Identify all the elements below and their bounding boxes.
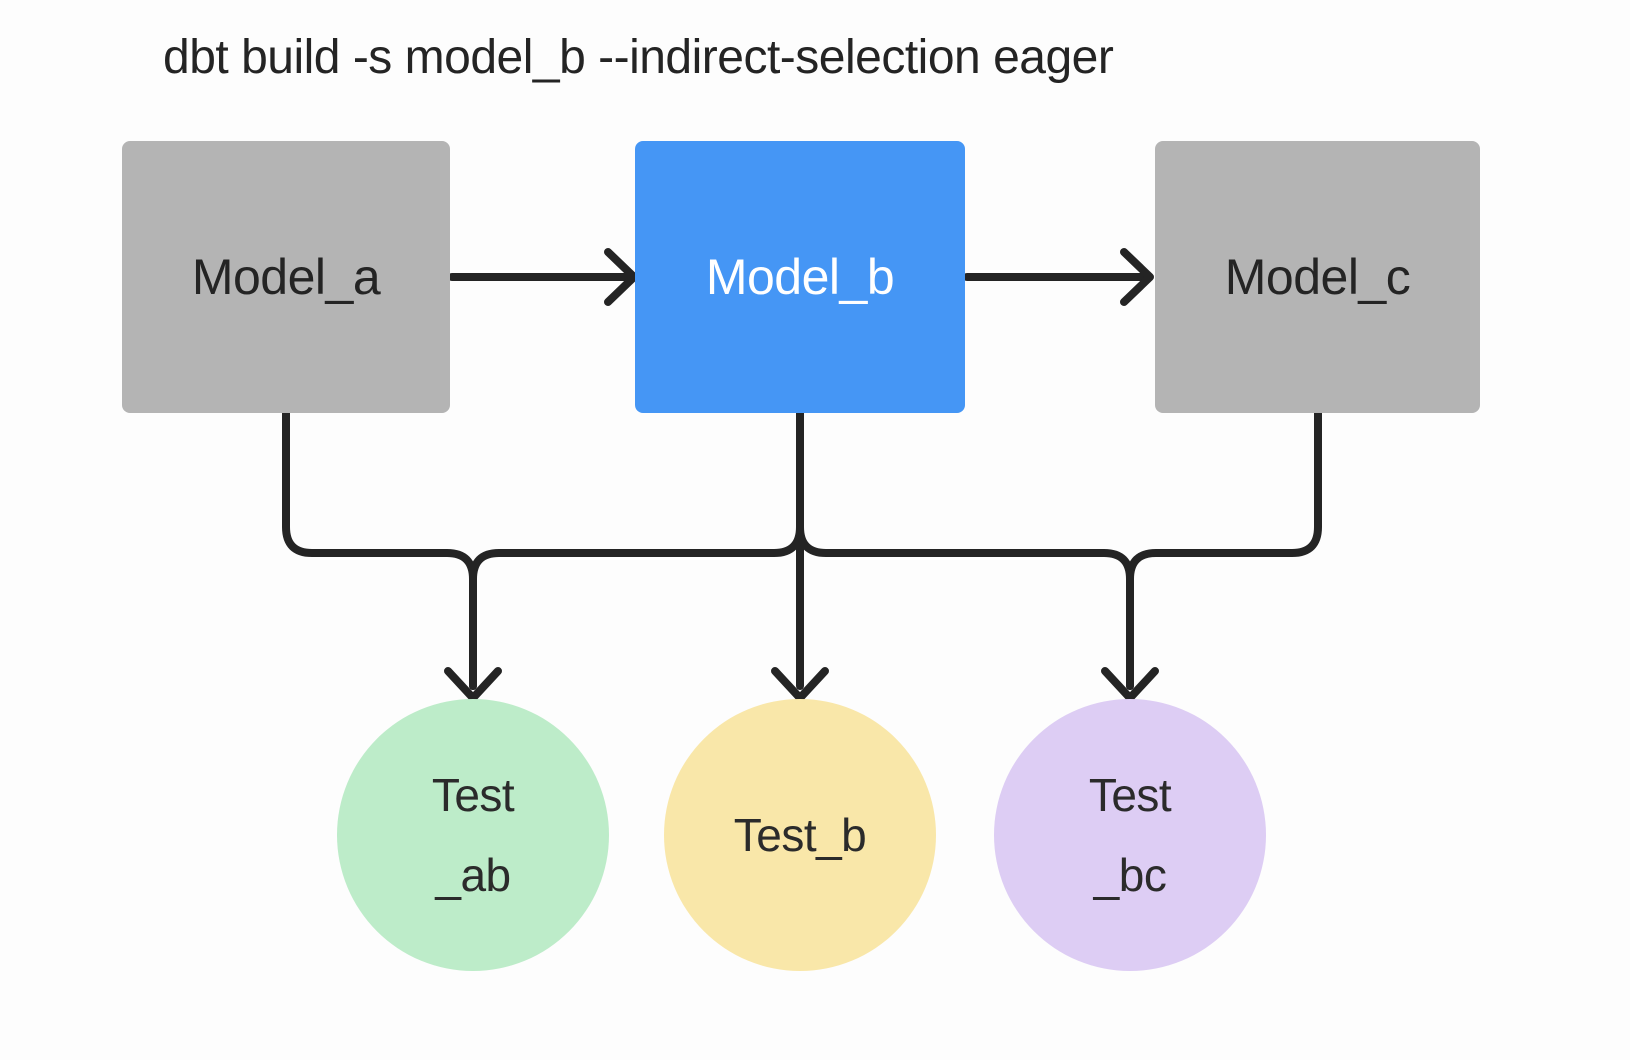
edge-model-b-to-test-bc	[796, 409, 1134, 690]
arrowhead-test-b-icon	[771, 667, 829, 702]
node-test-bc-label-line-1: Test	[1088, 769, 1172, 821]
node-model-b: Model_b	[635, 141, 965, 413]
node-test-b-label: Test_b	[733, 809, 867, 861]
node-model-a: Model_a	[122, 141, 450, 413]
arrowhead-test-bc-icon	[1101, 667, 1159, 702]
arrowhead-model-c-icon	[1120, 248, 1154, 306]
arrowhead-model-b-icon	[604, 248, 638, 306]
edge-model-c-to-test-bc	[1126, 409, 1322, 690]
diagram-title: dbt build -s model_b --indirect-selectio…	[163, 31, 1114, 84]
node-model-b-label: Model_b	[705, 249, 895, 305]
node-test-bc: Test _bc	[994, 699, 1266, 971]
node-test-ab: Test _ab	[337, 699, 609, 971]
edge-model-a-to-test-ab	[282, 409, 477, 690]
node-model-c: Model_c	[1155, 141, 1480, 413]
node-test-b: Test_b	[664, 699, 936, 971]
node-test-bc-label-line-2: _bc	[1093, 849, 1167, 901]
node-model-c-label: Model_c	[1224, 249, 1411, 305]
arrowhead-test-ab-icon	[444, 667, 502, 702]
edge-model-b-to-test-ab	[469, 409, 804, 690]
node-test-ab-label-line-1: Test	[431, 769, 515, 821]
node-model-a-label: Model_a	[191, 249, 381, 305]
node-test-ab-label-line-2: _ab	[435, 849, 511, 901]
